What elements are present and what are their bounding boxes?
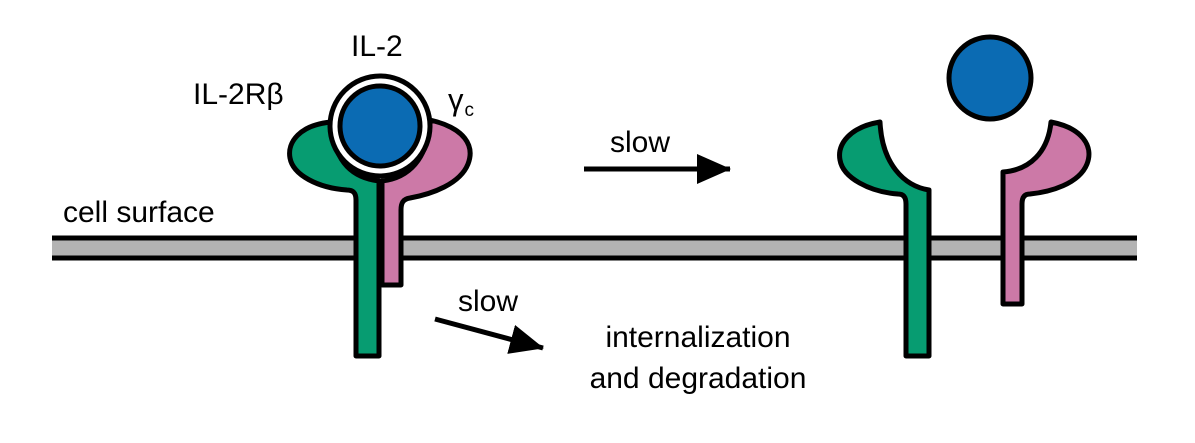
fate-label-line2: and degradation — [589, 361, 807, 395]
il2rb-label: IL-2Rβ — [193, 78, 284, 111]
il2-free — [946, 34, 1034, 122]
fate-label: internalization and degradation — [560, 318, 836, 400]
gamma-c-subscript: c — [464, 100, 475, 121]
receptor-gamma-c-bound — [379, 117, 473, 288]
internalization-rate-label: slow — [458, 285, 519, 318]
cell-membrane — [52, 235, 1137, 261]
fate-label-line1: internalization — [605, 321, 791, 354]
il2-label: IL-2 — [351, 30, 403, 63]
internalization-arrow — [434, 316, 544, 354]
cell-surface-label: cell surface — [63, 196, 215, 229]
receptor-il2rb-bound — [287, 119, 382, 359]
dissociation-rate-label: slow — [610, 126, 671, 159]
receptor-il2rb-free — [837, 119, 932, 359]
il2-bound — [327, 73, 433, 179]
receptor-gamma-c-free — [1000, 119, 1092, 307]
gamma-c-symbol: γ — [448, 82, 464, 117]
gamma-c-label: γc — [448, 84, 474, 120]
